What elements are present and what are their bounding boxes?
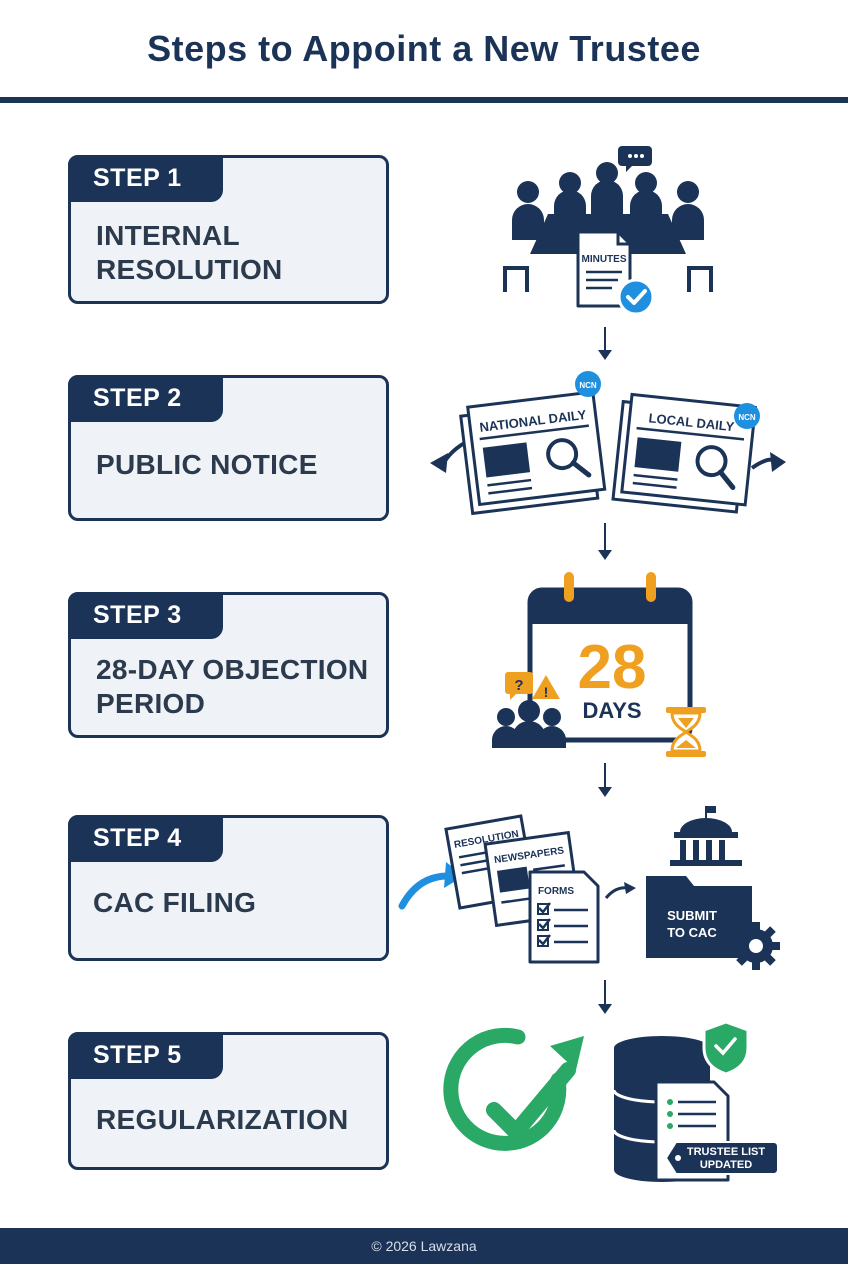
flow-arrow-4 (598, 980, 612, 1014)
trustee-tag-line1: TRUSTEE LIST (687, 1146, 766, 1158)
calendar-days-label: DAYS (582, 698, 641, 723)
ncn-badge-right: NCN (738, 413, 756, 422)
step-1-card: STEP 1 INTERNAL RESOLUTION (68, 155, 389, 304)
meeting-minutes-icon: MINUTES (503, 146, 713, 316)
step-1-title: INTERNAL RESOLUTION (96, 219, 283, 287)
flow-arrow-3 (598, 763, 612, 797)
step-3-card: STEP 3 28-DAY OBJECTION PERIOD (68, 592, 389, 738)
step-3-title: 28-DAY OBJECTION PERIOD (96, 653, 368, 721)
doc-forms-label: FORMS (538, 886, 574, 897)
minutes-label: MINUTES (582, 254, 627, 265)
step-1-label: STEP 1 (68, 155, 223, 202)
step-1-title-line2: RESOLUTION (96, 254, 283, 285)
step-3-title-line1: 28-DAY OBJECTION (96, 654, 369, 685)
calendar-number: 28 (578, 633, 647, 702)
flow-arrow-2 (598, 523, 612, 560)
checkmark-database-icon: TRUSTEE LIST UPDATED (443, 1020, 779, 1182)
step-2-label: STEP 2 (68, 375, 223, 422)
submit-label-line2: TO CAC (667, 925, 717, 940)
step-2-card: STEP 2 PUBLIC NOTICE (68, 375, 389, 521)
svg-text:!: ! (544, 684, 549, 700)
step-3-label: STEP 3 (68, 592, 223, 639)
ncn-badge-left: NCN (579, 381, 597, 390)
submit-label-line1: SUBMIT (667, 908, 717, 923)
svg-text:?: ? (514, 677, 523, 694)
footer-copyright: © 2026 Lawzana (371, 1238, 477, 1254)
flow-arrow-1 (598, 327, 612, 360)
step-5-label: STEP 5 (68, 1032, 223, 1079)
documents-submit-icon: RESOLUTION NEWSPAPERS FORMS (398, 806, 780, 970)
step-2-title: PUBLIC NOTICE (96, 449, 318, 480)
gear-icon (732, 922, 780, 970)
trustee-tag-line2: UPDATED (700, 1159, 752, 1171)
step-5-title: REGULARIZATION (96, 1104, 349, 1135)
calendar-hourglass-icon: 28 DAYS ? ! (492, 572, 706, 757)
step-4-title: CAC FILING (93, 887, 257, 918)
footer-bar: © 2026 Lawzana (0, 1228, 848, 1264)
title-divider (0, 97, 848, 103)
step-4-card: STEP 4 CAC FILING (68, 815, 389, 961)
step-1-title-line1: INTERNAL (96, 220, 240, 251)
step-5-card: STEP 5 REGULARIZATION (68, 1032, 389, 1170)
page-title: Steps to Appoint a New Trustee (147, 28, 701, 69)
step-4-label: STEP 4 (68, 815, 223, 862)
step-3-title-line2: PERIOD (96, 688, 206, 719)
newspapers-icon: NATIONAL DAILY NCN LOCAL DAILY NCN (430, 371, 786, 516)
